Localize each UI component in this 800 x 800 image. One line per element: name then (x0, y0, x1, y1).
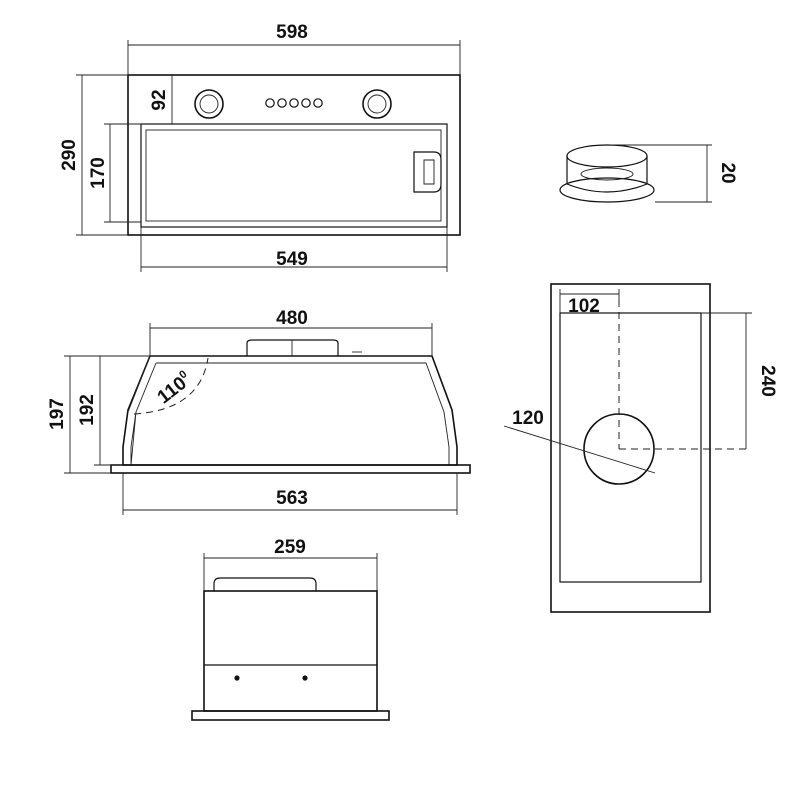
cutout-outline (559, 312, 702, 583)
control-button-icon (265, 98, 275, 108)
control-button-icon (289, 98, 299, 108)
front-body-outline (127, 74, 461, 236)
dimension-label-170: 170 (88, 157, 109, 189)
top-base-plate (191, 710, 390, 721)
control-buttons (265, 98, 323, 108)
dimension-label-259: 259 (274, 537, 306, 558)
side-base-plate (110, 464, 471, 474)
cabinet-outline (550, 283, 711, 613)
flange-top-rim (566, 144, 648, 168)
lamp-right-icon (362, 89, 392, 119)
dimension-label-598: 598 (276, 22, 308, 43)
filter-handle (413, 151, 442, 193)
filter-panel-inner (145, 129, 442, 222)
svg-text:1100: 1100 (153, 368, 196, 408)
control-button-icon (301, 98, 311, 108)
lamp-left-inner (199, 94, 219, 114)
dimension-label-92: 92 (149, 89, 170, 110)
motor-housing (246, 339, 339, 356)
dimension-label-192: 192 (77, 394, 98, 426)
filter-handle-grip (423, 159, 435, 185)
angle-arc (133, 357, 209, 415)
side-body-outline (122, 355, 458, 466)
control-button-icon (313, 98, 323, 108)
dimension-label-290: 290 (59, 139, 80, 171)
dimension-label-197: 197 (47, 398, 68, 430)
side-view: 1100 480 197 192 563 (47, 308, 471, 515)
dimension-line-120 (503, 425, 656, 474)
dimension-label-563: 563 (276, 488, 308, 509)
dimension-label-102: 102 (568, 296, 600, 317)
dimension-label-549: 549 (276, 249, 308, 270)
dimension-label-120: 120 (512, 408, 544, 429)
top-body-outline (203, 590, 378, 712)
dimension-label-240: 240 (757, 365, 778, 397)
flange-view: 20 (559, 144, 738, 203)
front-view: 598 290 170 92 549 (59, 22, 461, 272)
screw-hole-icon (234, 675, 240, 681)
dimension-label-20: 20 (717, 162, 738, 183)
control-button-icon (277, 98, 287, 108)
lamp-right-inner (367, 94, 387, 114)
filter-panel-outer (140, 123, 448, 228)
cutout-view: 102 240 120 (503, 283, 778, 613)
screw-hole-icon (302, 675, 308, 681)
lamp-left-icon (194, 89, 224, 119)
dimension-label-480: 480 (276, 308, 308, 329)
top-view: 259 (191, 537, 390, 721)
top-motor-housing (213, 577, 317, 591)
flange-base (559, 177, 655, 203)
